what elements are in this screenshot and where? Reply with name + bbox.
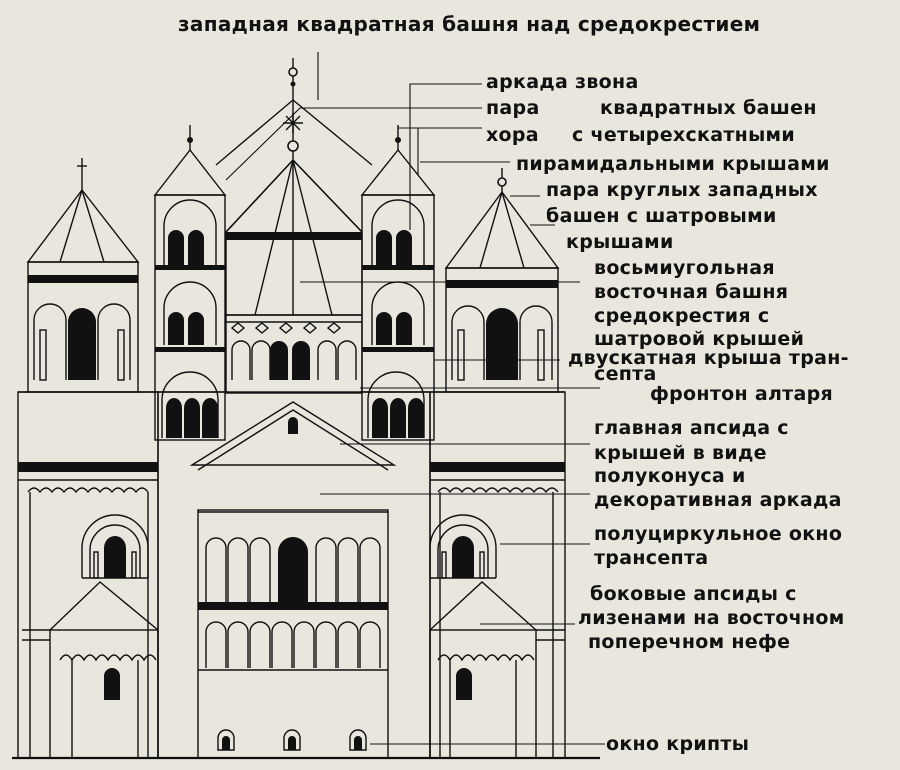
right-round-tower [444, 168, 560, 393]
right-side-apse [429, 581, 565, 759]
leader-lines [225, 52, 605, 745]
label-octagon-2: восточная башня [594, 281, 789, 303]
right-transept-window [429, 514, 497, 579]
label-crypt-window: окно крипты [606, 733, 750, 755]
left-square-tower [153, 125, 227, 441]
label-west-tower: западная квадратная башня над средокрест… [178, 12, 761, 36]
label-four-slope: с четырехскатными [572, 124, 795, 146]
label-octagon-3: средокрестия с [594, 305, 770, 327]
label-round-towers-1: пара круглых западных [546, 179, 818, 201]
label-pair-square-1: пара [486, 97, 540, 119]
left-transept [17, 391, 159, 759]
label-apse-4: декоративная аркада [594, 489, 842, 511]
label-octagon-4: шатровой крышей [594, 328, 805, 350]
label-choir: хора [486, 124, 539, 146]
label-round-towers-3: крышами [566, 231, 674, 253]
label-transept-window-2: трансепта [594, 547, 709, 569]
octagonal-tower [225, 158, 363, 394]
label-side-apses-2: лизенами на восточном [578, 607, 845, 629]
label-octagon-1: восьмиугольная [594, 257, 775, 279]
label-transept-roof-2: септа [594, 363, 657, 385]
label-round-towers-2: башен с шатровыми [546, 205, 777, 227]
label-side-apses-3: поперечном нефе [588, 631, 791, 653]
label-side-apses-1: боковые апсиды с [590, 583, 797, 605]
label-apse-1: главная апсида с [594, 417, 789, 439]
west-square-tower [215, 58, 373, 166]
main-apse [189, 401, 397, 759]
right-square-tower [360, 125, 436, 441]
label-apse-2: крышей в виде [594, 442, 767, 464]
left-transept-window [81, 514, 149, 579]
label-transept-window-1: полуциркульное окно [594, 523, 843, 545]
label-altar-pediment: фронтон алтаря [650, 383, 834, 405]
left-side-apse [22, 581, 159, 759]
left-round-tower [26, 158, 140, 393]
label-pyramid-roofs: пирамидальными крышами [516, 153, 830, 175]
label-transept-roof-1: двускатная крыша тран- [568, 347, 849, 369]
label-pair-square-2: квадратных башен [600, 97, 817, 119]
label-bell-arcade: аркада звона [486, 71, 639, 93]
label-apse-3: полуконуса и [594, 465, 746, 487]
